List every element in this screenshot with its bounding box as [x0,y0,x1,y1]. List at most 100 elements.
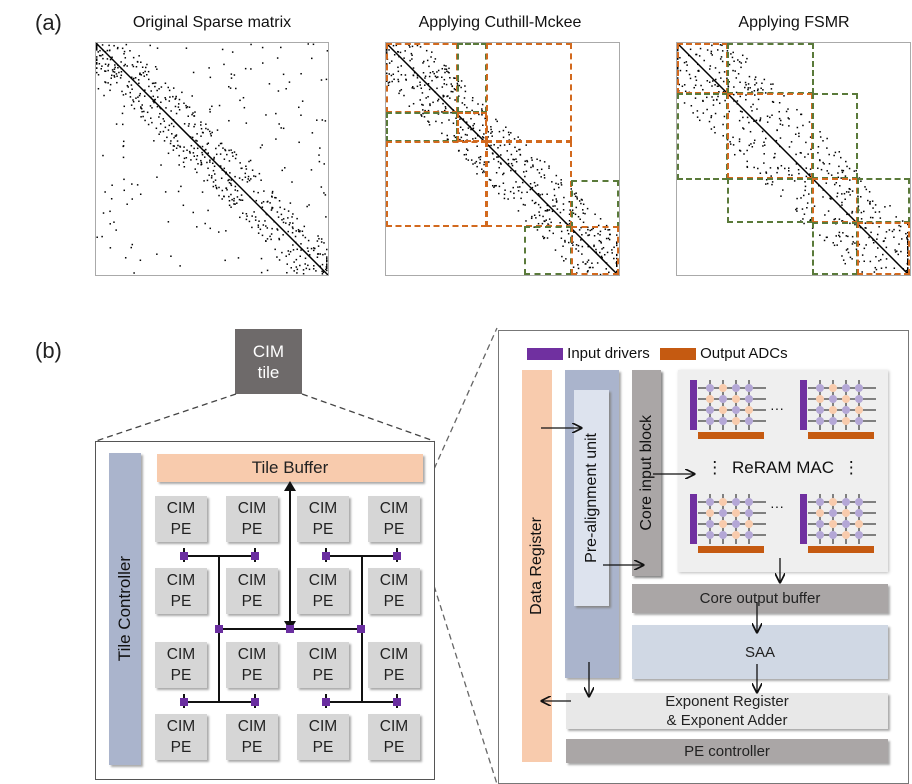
ellipsis-top: ··· [770,400,784,416]
cim-pe-line1: CIM [308,646,338,663]
reram-cell [732,520,740,528]
core-output-label: Core output buffer [699,590,821,607]
reram-cell [719,509,727,517]
reram-cell [816,384,824,392]
ellipsis-bottom: ··· [770,498,784,514]
cim-pe-line2: PE [241,667,263,684]
legend-output-adcs: Output ADCs [700,345,788,362]
cim-pe-line2: PE [170,739,192,756]
core-input-label: Core input block [637,415,655,531]
reram-cell [855,417,863,425]
input-driver [690,494,697,544]
orange-block [857,222,910,275]
reram-cell [842,531,850,539]
reram-cell [855,498,863,506]
reram-cell [842,384,850,392]
matrix-title-cuthill: Applying Cuthill-Mckee [418,14,582,31]
data-register: Data Register [522,370,552,762]
core-input-block: Core input block [632,370,661,576]
cim-pe-line1: CIM [308,500,338,517]
output-adc [698,546,764,553]
reram-cell [706,395,714,403]
cim-pe-line1: CIM [166,572,196,589]
panel-a-label: (a) [35,10,62,35]
cim-pe-line2: PE [170,667,192,684]
sparsity-pattern [96,43,328,275]
reram-crossbar [690,380,766,439]
reram-crossbar [800,494,876,553]
input-drivers-swatch [527,348,563,361]
reram-cell [829,384,837,392]
sparsity-pattern [677,43,910,275]
green-block [457,43,487,113]
original-sparse-matrix [95,42,329,276]
tile-controller-label: Tile Controller [115,556,134,662]
input-driver [800,380,807,430]
reram-cell [745,520,753,528]
reram-mac-label: ReRAM MAC [731,458,834,477]
reram-cell [719,406,727,414]
saa-block: SAA [632,625,888,679]
reram-cell [706,498,714,506]
reram-crossbar [800,380,876,439]
tile-controller: Tile Controller [109,453,141,765]
router-node [357,625,365,633]
orange-block [486,141,572,227]
green-block [812,222,858,275]
reram-cell [732,417,740,425]
reram-cell [829,395,837,403]
ellipsis-left: ⋮ [706,458,724,477]
cim-pe-line2: PE [383,739,405,756]
input-driver [690,380,697,430]
reram-cell [745,395,753,403]
reram-cell [732,531,740,539]
output-adc [808,546,874,553]
reram-cell [855,406,863,414]
reram-cell [842,520,850,528]
fsmr-matrix [676,42,911,276]
orange-block [812,178,858,223]
router-node [251,698,259,706]
reram-cell [719,395,727,403]
sparsity-pattern [386,43,619,275]
reram-cell [842,417,850,425]
data-register-label: Data Register [528,517,545,615]
cim-pe-line1: CIM [166,718,196,735]
reram-cell [855,531,863,539]
cim-pe-line1: CIM [308,572,338,589]
cim-tile-line1: CIM [252,341,285,361]
cim-pe-line2: PE [241,593,263,610]
router-node [393,698,401,706]
reram-cell [732,384,740,392]
pe-controller: PE controller [566,739,888,763]
orange-block [386,43,458,113]
cim-pe-line1: CIM [237,718,267,735]
reram-cell [842,406,850,414]
exponent-block: Exponent Register & Exponent Adder [566,693,888,729]
reram-cell [829,509,837,517]
exponent-line1: Exponent Register [665,693,789,710]
reram-cell [719,520,727,528]
cim-pe-line2: PE [170,593,192,610]
core-output-buffer: Core output buffer [632,584,888,613]
reram-cell [706,520,714,528]
reram-mac-array: ··· ··· ⋮ ReRAM MAC ⋮ [678,370,888,572]
green-block [857,178,910,223]
reram-cell [855,384,863,392]
cim-pe: CIM PE [155,568,207,614]
reram-cell [732,498,740,506]
reram-cell [816,520,824,528]
matrix-title-original: Original Sparse matrix [132,14,292,31]
reram-cell [732,406,740,414]
cim-pe-line2: PE [383,667,405,684]
input-driver [800,494,807,544]
reram-cell [855,509,863,517]
reram-cell [745,384,753,392]
